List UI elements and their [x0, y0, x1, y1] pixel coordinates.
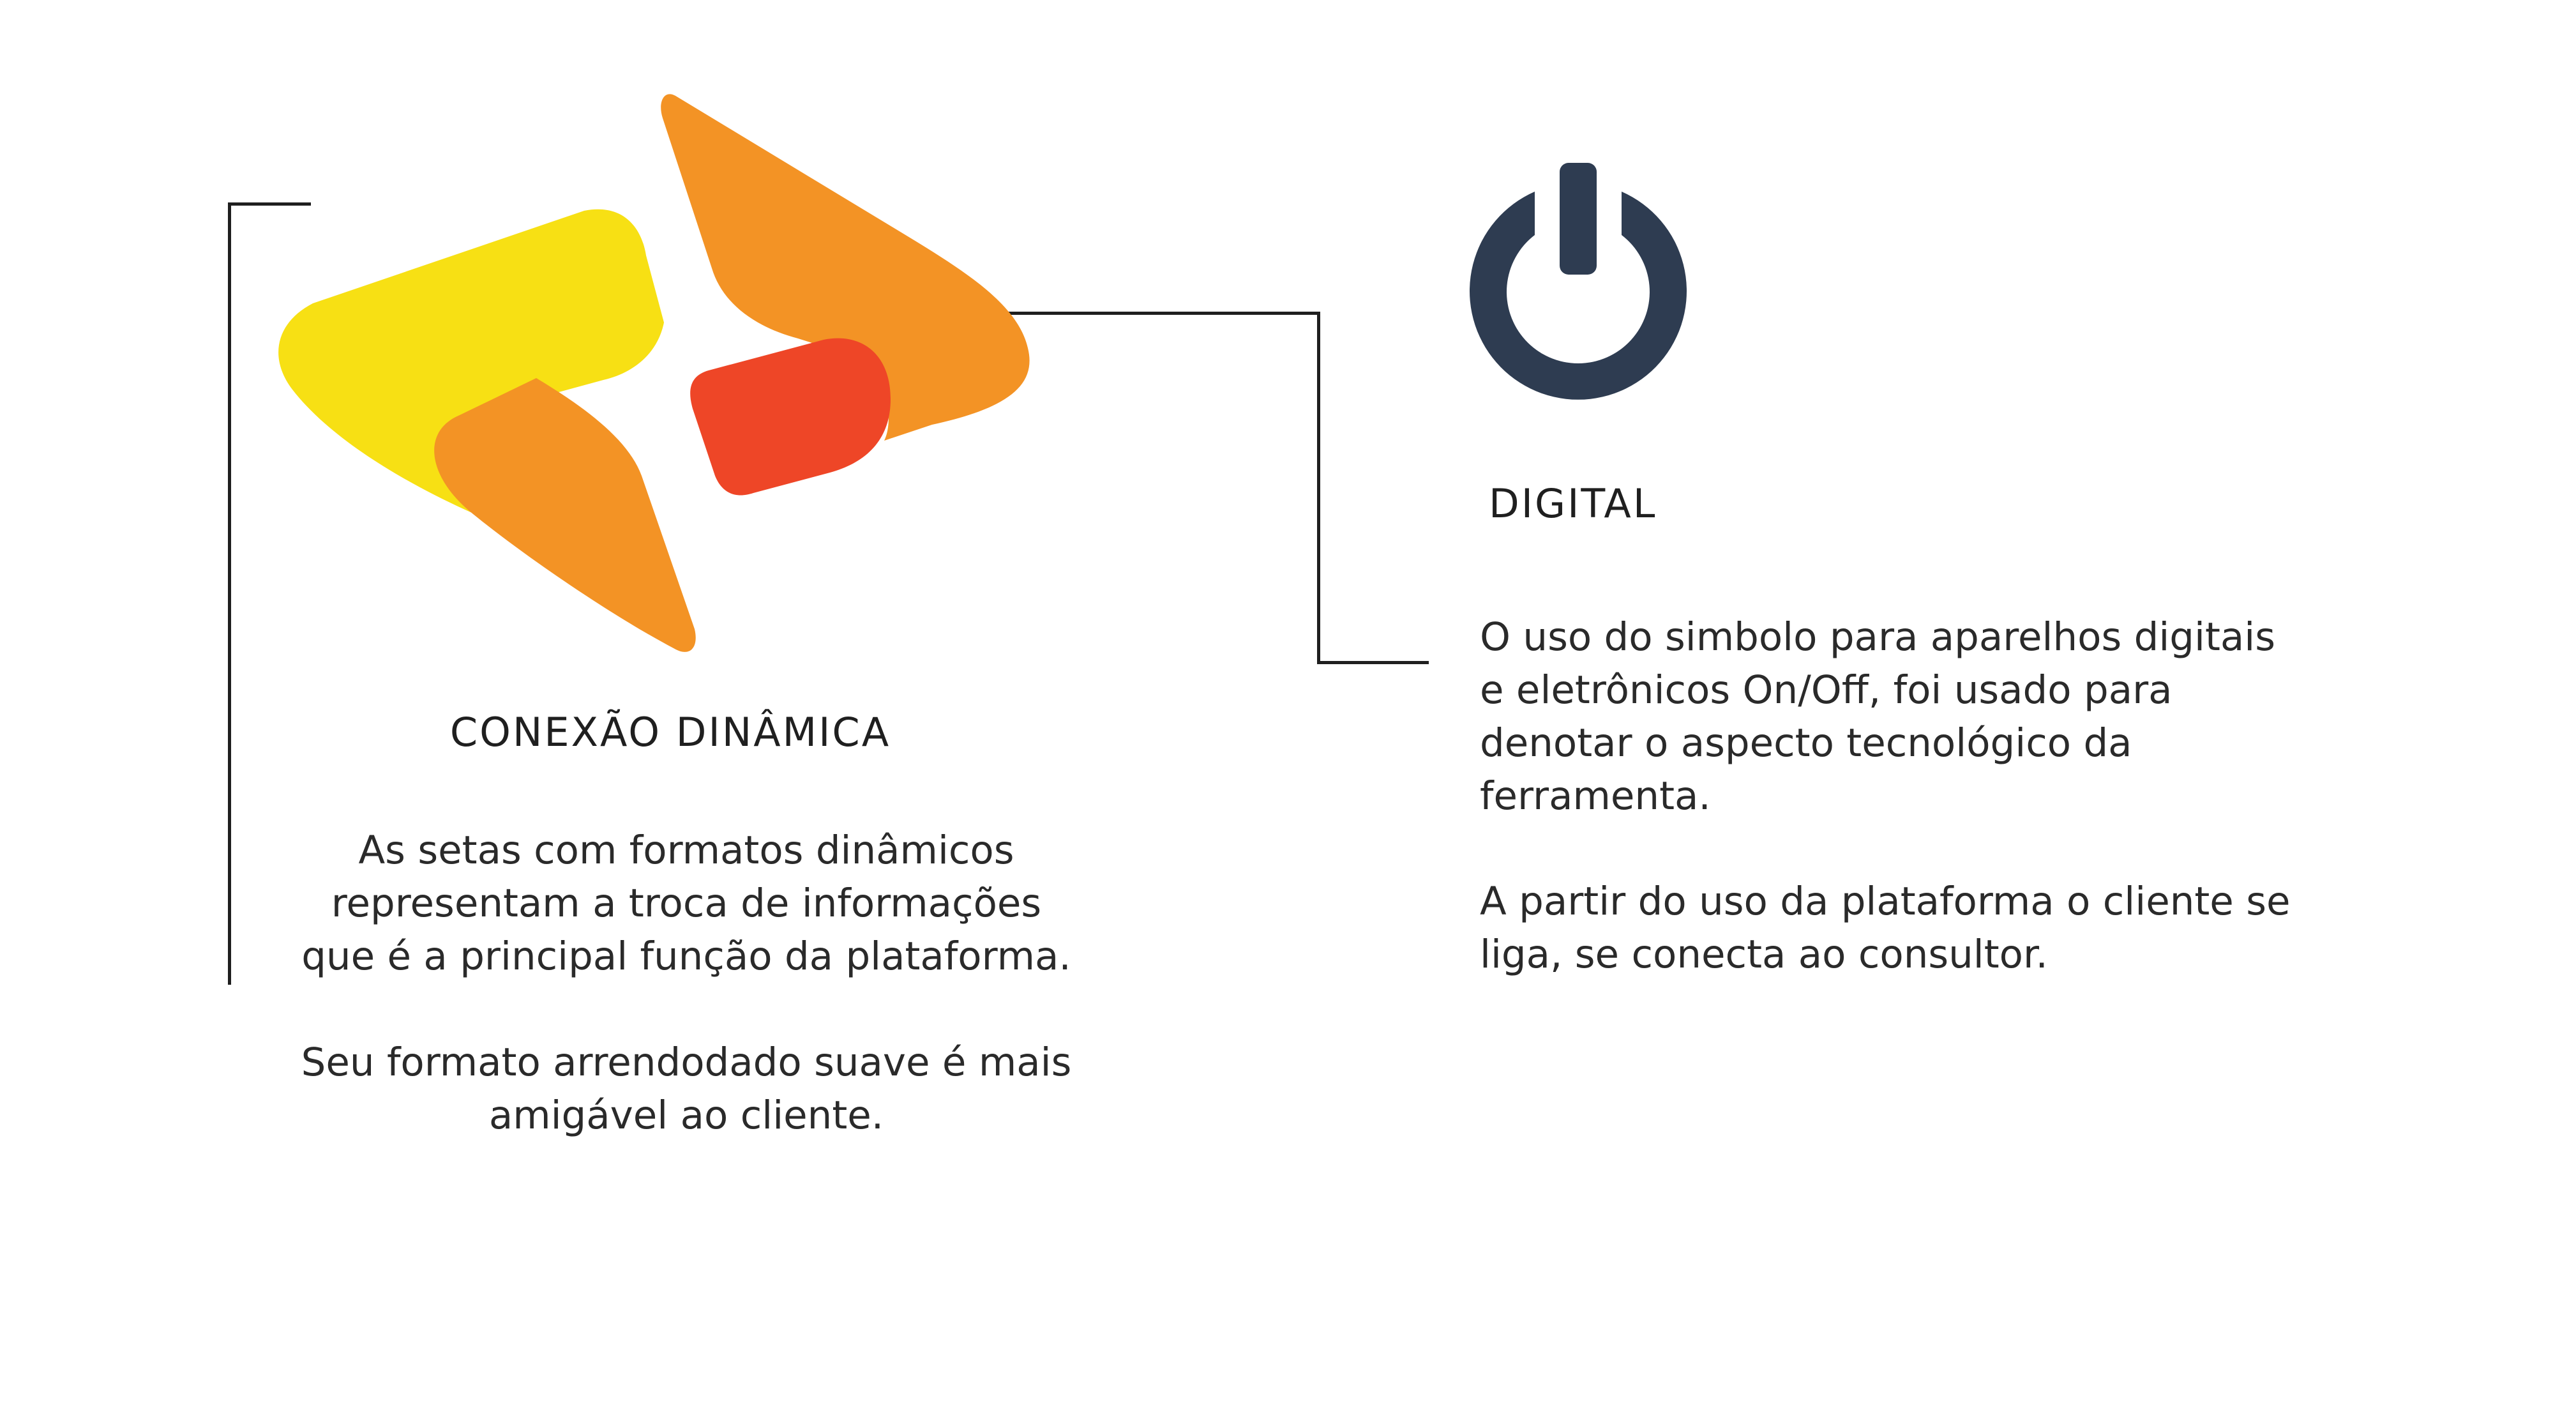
dynamic-arrows-logo-icon: [278, 94, 1030, 652]
conexao-description-paragraph-2: Seu formato arrendodado suave é mais ami…: [255, 1036, 1117, 1142]
connector-line-top: [988, 312, 1320, 315]
digital-title: DIGITAL: [1489, 480, 1657, 527]
paragraph-line: As setas com formatos dinâmicos: [358, 828, 1014, 873]
paragraph-line: representam a troca de informações: [331, 881, 1042, 926]
digital-description-paragraph-2: A partir do uso da plataforma o cliente …: [1480, 875, 2437, 981]
connector-line-vertical: [1317, 312, 1320, 664]
logo-orange-upper-shape: [661, 94, 1030, 441]
logo-orange-lower-shape: [434, 378, 696, 652]
logo-yellow-shape: [278, 209, 664, 517]
power-icon-bar: [1560, 163, 1597, 275]
digital-description-paragraph-1: O uso do simbolo para aparelhos digitais…: [1480, 611, 2437, 823]
paragraph-line: que é a principal função da plataforma.: [301, 934, 1071, 979]
paragraph-line: liga, se conecta ao consultor.: [1480, 932, 2048, 977]
left-bracket-top-line: [228, 202, 311, 206]
logo-red-shape: [690, 338, 891, 496]
paragraph-line: ferramenta.: [1480, 773, 1711, 819]
paragraph-line: denotar o aspecto tecnológico da: [1480, 720, 2132, 766]
conexao-dinamica-title: CONEXÃO DINÂMICA: [449, 709, 891, 755]
paragraph-line: Seu formato arrendodado suave é mais: [301, 1040, 1072, 1085]
paragraph-line: e eletrônicos On/Off, foi usado para: [1480, 667, 2173, 713]
paragraph-line: A partir do uso da plataforma o cliente …: [1480, 879, 2291, 924]
conexao-description-paragraph-1: As setas com formatos dinâmicos represen…: [255, 824, 1117, 983]
paragraph-line: O uso do simbolo para aparelhos digitais: [1480, 614, 2276, 660]
left-bracket-vertical-line: [228, 202, 231, 985]
power-icon-ring: [1470, 192, 1687, 400]
paragraph-line: amigável ao cliente.: [488, 1093, 884, 1138]
connector-line-bottom: [1317, 661, 1429, 664]
power-icon: [1470, 163, 1687, 400]
